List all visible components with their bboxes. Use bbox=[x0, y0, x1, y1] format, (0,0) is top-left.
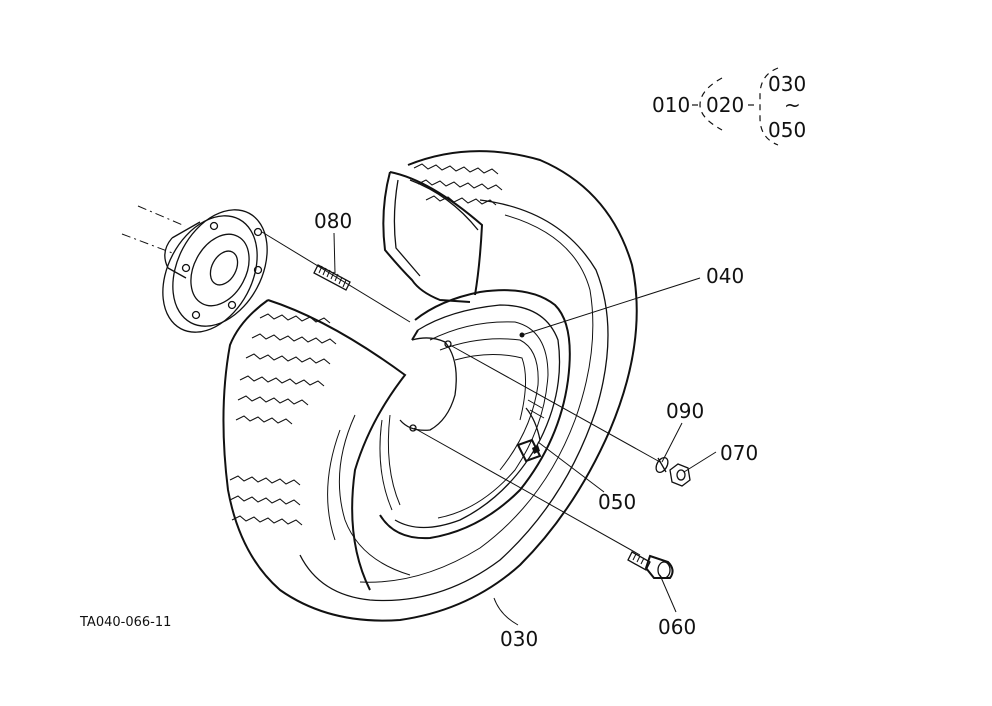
hierarchy-level2-label: 020 bbox=[706, 93, 744, 117]
leader-lines bbox=[261, 231, 717, 626]
bracket-2 bbox=[759, 67, 779, 146]
axle-center-lines bbox=[121, 205, 186, 255]
bracket-1 bbox=[699, 77, 723, 131]
lug-bolt-icon bbox=[627, 551, 674, 579]
nut-icon bbox=[669, 463, 691, 487]
washer-icon bbox=[655, 456, 669, 474]
label-090: 090 bbox=[666, 399, 704, 423]
hierarchy-range-sep: ~ bbox=[784, 93, 801, 117]
part-hierarchy: 010 020 030 ~ 050 bbox=[652, 67, 806, 146]
figure-code: TA040-066-11 bbox=[79, 615, 171, 630]
tread-pattern-left bbox=[229, 313, 337, 526]
label-080: 080 bbox=[314, 209, 352, 233]
part-labels: 080 040 090 070 050 060 030 bbox=[314, 209, 758, 651]
valve-icon bbox=[516, 399, 545, 463]
label-050: 050 bbox=[598, 490, 636, 514]
label-070: 070 bbox=[720, 441, 758, 465]
label-030: 030 bbox=[500, 627, 538, 651]
hierarchy-range-start: 030 bbox=[768, 72, 806, 96]
tire-section-profile bbox=[382, 171, 484, 303]
tread-pattern-top bbox=[413, 163, 503, 206]
label-060: 060 bbox=[658, 615, 696, 639]
stud-bolt-icon bbox=[313, 264, 351, 291]
tire-icon bbox=[222, 150, 638, 622]
rim-icon bbox=[379, 289, 571, 540]
hierarchy-range-end: 050 bbox=[768, 118, 806, 142]
label-040: 040 bbox=[706, 264, 744, 288]
hierarchy-root-label: 010 bbox=[652, 93, 690, 117]
wheel-hub-icon bbox=[162, 209, 268, 333]
